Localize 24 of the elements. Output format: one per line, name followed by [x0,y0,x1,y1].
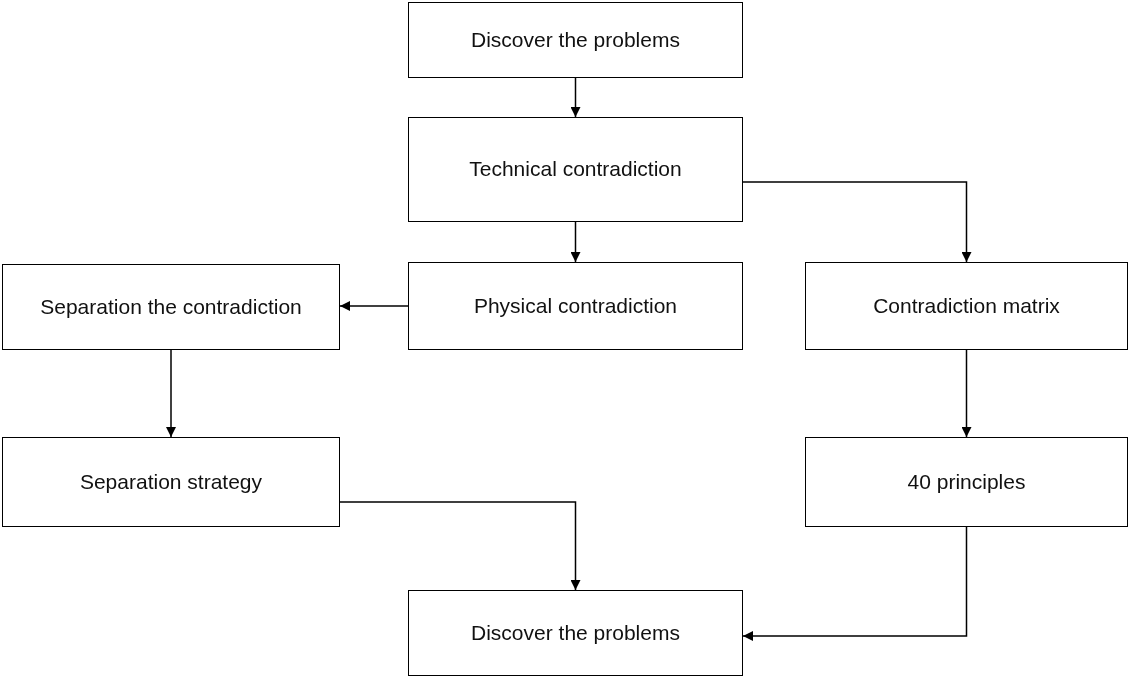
process-box [805,437,1128,527]
process-box [408,262,743,350]
box-label: Contradiction matrix [873,292,1060,319]
box-label: Separation the contradiction [40,293,302,320]
process-box [2,437,340,527]
process-box [2,264,340,350]
box-label: Discover the problems [471,619,680,646]
box-label: Physical contradiction [473,292,678,319]
process-box [408,2,743,78]
arrow [166,349,176,438]
process-box [408,117,743,222]
arrow [339,301,409,311]
process-box [408,590,743,676]
arrow [339,501,581,591]
arrow [570,221,581,263]
process-box [805,262,1128,350]
box-label: Discover the problems [471,26,680,53]
box-label: Separation strategy [79,468,263,495]
box-label: Technical contradiction [469,156,682,183]
arrow [742,526,968,641]
arrow [961,349,972,438]
box-label: 40 principles [907,468,1026,495]
arrow [570,77,581,118]
arrow [742,181,972,263]
